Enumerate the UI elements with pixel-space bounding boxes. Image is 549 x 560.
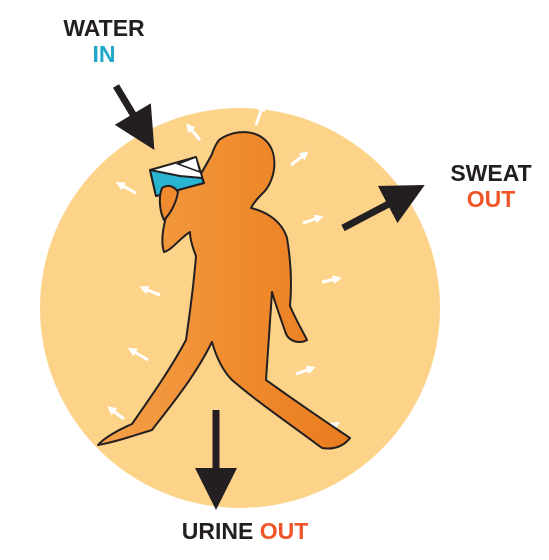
urine-out-label: URINE OUT	[150, 518, 340, 544]
water-in-label: WATER IN	[52, 15, 156, 67]
water-word: WATER	[52, 15, 156, 41]
sweat-word: SWEAT	[436, 160, 546, 186]
water-direction: IN	[52, 41, 156, 67]
sweat-direction: OUT	[436, 186, 546, 212]
sweat-out-label: SWEAT OUT	[436, 160, 546, 212]
urine-word: URINE	[182, 518, 254, 544]
urine-direction: OUT	[260, 518, 309, 544]
water-in-arrow	[116, 86, 140, 126]
